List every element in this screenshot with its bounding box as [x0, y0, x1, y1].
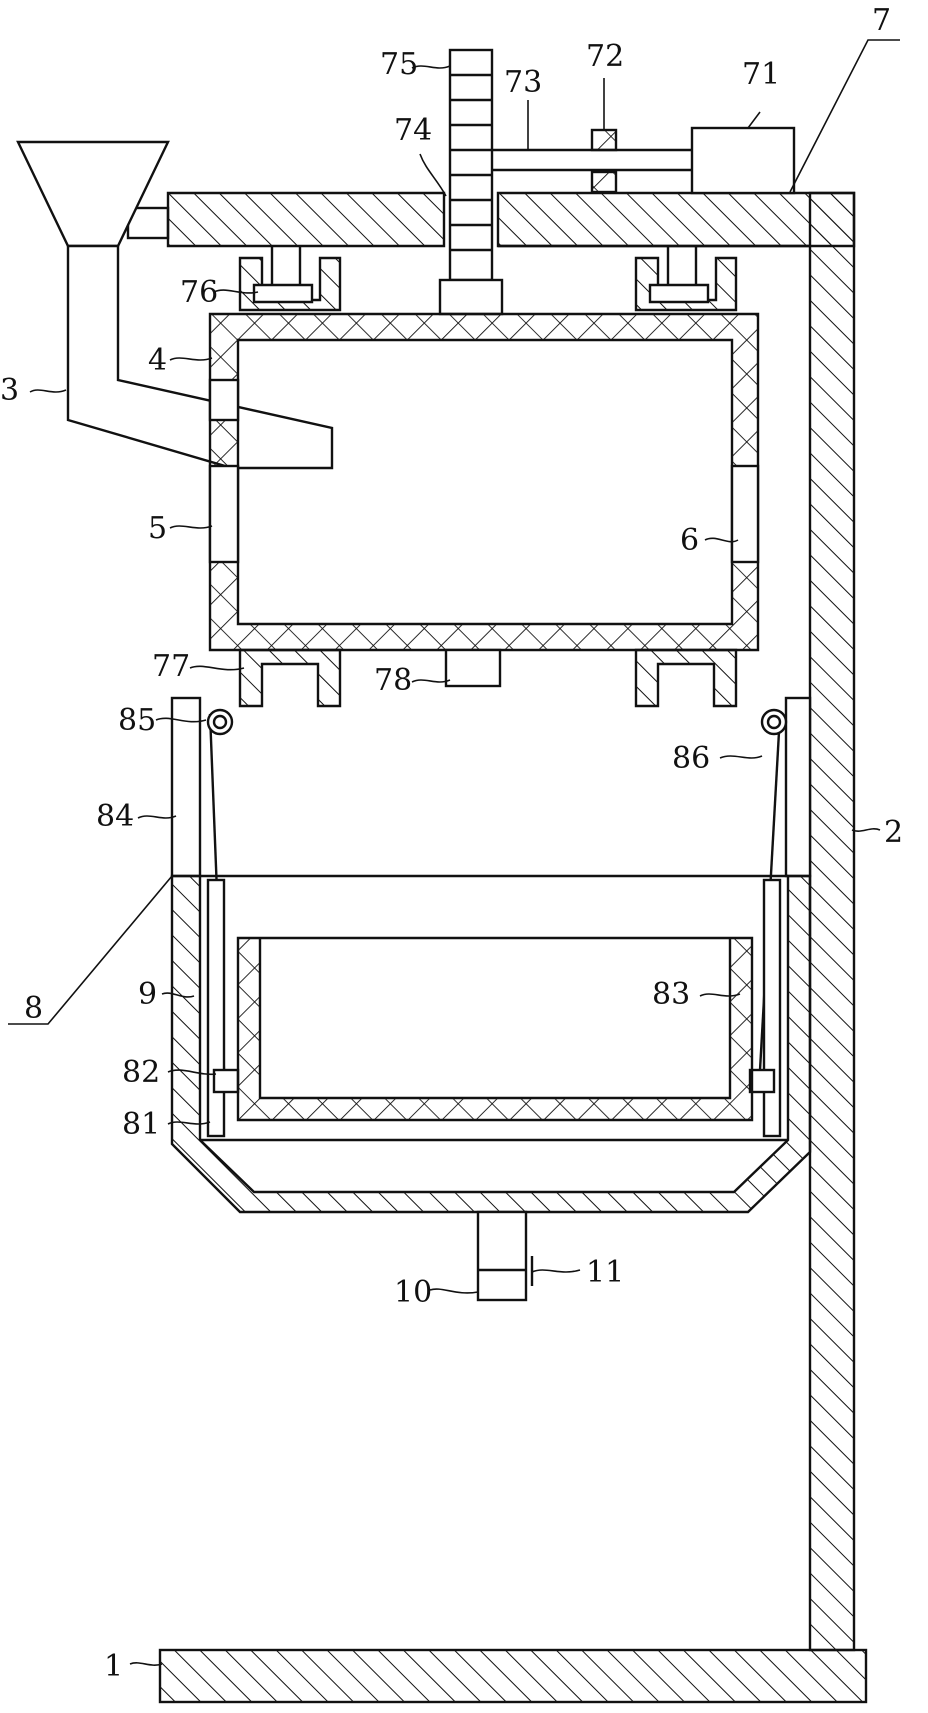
- bottom-connector: [444, 648, 502, 688]
- guide-rail-left: [206, 878, 226, 1138]
- leader-3: [29, 389, 67, 393]
- lower-slide-rail-right: [634, 648, 738, 708]
- leader-1: [129, 1662, 163, 1666]
- leader-82: [167, 1069, 217, 1076]
- upper-slide-rail-right: [634, 246, 738, 312]
- label-83: 83: [652, 977, 690, 1012]
- label-81: 81: [122, 1107, 160, 1142]
- label-10: 10: [394, 1275, 432, 1310]
- label-76: 76: [180, 275, 218, 310]
- label-4: 4: [148, 343, 167, 378]
- motor: [690, 126, 796, 195]
- label-77: 77: [152, 649, 190, 684]
- base-plate: [158, 1648, 868, 1704]
- leader-9: [161, 992, 195, 998]
- lower-slide-rail-left: [238, 648, 342, 708]
- slider-left: [212, 1068, 240, 1094]
- leader-74: [419, 153, 447, 197]
- leader-6: [704, 537, 739, 543]
- slider-right: [748, 1068, 776, 1094]
- label-3: 3: [0, 373, 19, 408]
- drum-shell: [208, 312, 760, 652]
- leader-76: [213, 289, 259, 294]
- leader-85: [155, 717, 207, 723]
- leader-7: [789, 39, 900, 193]
- upper-slide-rail-left: [238, 246, 342, 312]
- leader-11: [531, 1269, 581, 1273]
- leader-77: [189, 665, 245, 671]
- label-7: 7: [872, 3, 891, 38]
- leader-78: [411, 679, 451, 683]
- leader-84: [137, 815, 177, 819]
- leader-10: [429, 1288, 479, 1294]
- label-78: 78: [374, 663, 412, 698]
- feed-pipe: [66, 244, 334, 470]
- bearing-upper: [590, 128, 618, 152]
- lift-column-left: [170, 696, 202, 878]
- top-plate-right: [496, 191, 856, 248]
- leader-81: [167, 1121, 211, 1125]
- label-6: 6: [680, 523, 699, 558]
- label-73: 73: [504, 65, 542, 100]
- label-74: 74: [394, 113, 432, 148]
- top-plate: [166, 191, 446, 248]
- leader-75: [411, 65, 451, 69]
- label-9: 9: [138, 977, 157, 1012]
- label-84: 84: [96, 799, 134, 834]
- leader-4: [169, 357, 213, 361]
- label-86: 86: [672, 741, 710, 776]
- hopper: [16, 140, 170, 248]
- inner-basket: [236, 936, 754, 1122]
- label-75: 75: [380, 47, 418, 82]
- rack-coupling: [438, 278, 504, 316]
- leader-8: [8, 875, 173, 1025]
- leader-71: [747, 111, 761, 129]
- lift-column-right: [784, 696, 812, 878]
- label-8: 8: [24, 991, 43, 1026]
- bearing-lower: [590, 170, 618, 194]
- collection-housing: [170, 874, 812, 1214]
- pulley-right: [760, 708, 788, 736]
- label-71: 71: [742, 57, 780, 92]
- leader-5: [169, 525, 213, 529]
- rack-gear: [448, 48, 494, 282]
- leader-83: [699, 993, 741, 997]
- discharge-pipe: [476, 1210, 528, 1302]
- vertical-frame: [808, 191, 856, 1652]
- label-5: 5: [148, 511, 167, 546]
- label-11: 11: [586, 1255, 624, 1290]
- label-82: 82: [122, 1055, 160, 1090]
- leader-86: [719, 755, 763, 759]
- drum-opening-left: [208, 464, 240, 564]
- guide-rail-right: [762, 878, 782, 1138]
- label-1: 1: [104, 1649, 123, 1684]
- drum-opening-left-upper: [208, 378, 240, 422]
- label-2: 2: [884, 815, 903, 850]
- label-85: 85: [118, 703, 156, 738]
- drum-opening-right: [730, 464, 760, 564]
- label-72: 72: [586, 39, 624, 74]
- leader-2: [851, 828, 881, 832]
- pulley-left: [206, 708, 234, 736]
